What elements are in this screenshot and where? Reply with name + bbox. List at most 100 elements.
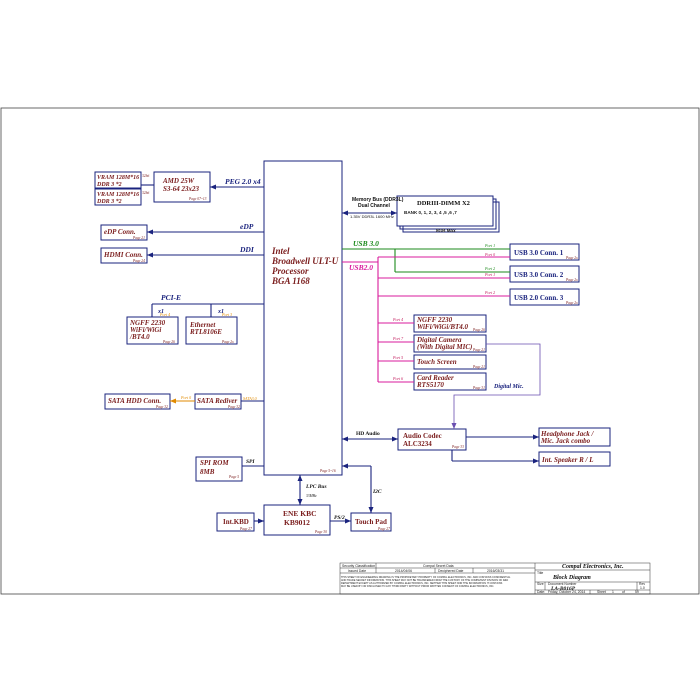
kbd-label: Int.KBD xyxy=(223,518,249,526)
codec-line2: ALC3234 xyxy=(403,440,432,448)
tb-issued-label: Issued Date xyxy=(348,569,366,573)
vram1-line1: VRAM 128M*16 xyxy=(97,174,139,181)
dimm-cap: 8GB Max xyxy=(436,228,456,233)
cpu-page: Page 5~16 xyxy=(319,469,336,473)
mem-label3: 1.35V DDR3L 1600 MHz xyxy=(350,214,394,219)
arrow-ps2 xyxy=(345,518,351,524)
tb-sec-label: Security Classification xyxy=(342,564,375,568)
cardreader-line1: Card Reader xyxy=(417,374,454,382)
gpu-page: Page 07~13 xyxy=(188,197,207,201)
tb-title: Block Diagram xyxy=(552,575,591,581)
lpc-speed: 33MHz xyxy=(306,494,317,498)
mem-label1: Memory Bus (DDR3L) xyxy=(352,197,404,203)
tb-doc-label: Document Number xyxy=(548,582,577,586)
tb-issued-value: 2014/04/06 xyxy=(395,569,412,573)
tb-sheet-label: Sheet xyxy=(597,590,606,594)
spi-rom-line1: SPI ROM xyxy=(200,459,229,467)
arrow-mem-l xyxy=(342,210,348,216)
usb3-conn2-block[interactable] xyxy=(509,265,580,283)
ps2-label: PS/2 xyxy=(334,515,345,521)
tb-date-label: Date: xyxy=(537,590,545,594)
eth-page: Page 2x xyxy=(221,340,234,344)
camera-line1: Digital Camera xyxy=(416,336,462,344)
arrow-hda-r xyxy=(392,436,398,442)
sata-redriver-page: Page 32 xyxy=(227,405,240,409)
tb-sec-value: Compal Secret Data xyxy=(423,564,454,568)
usb3-conn1-block[interactable] xyxy=(509,243,580,261)
dimm-title: DDRIII-DIMM X2 xyxy=(417,200,470,207)
tb-company: Compal Electronics, Inc. xyxy=(562,564,624,570)
sata-label: SATA3.0 xyxy=(243,396,257,401)
vram-block-2[interactable] xyxy=(94,188,142,206)
touchscreen-port: Port 5 xyxy=(392,355,403,360)
ngff-bt-page: Page 26 xyxy=(472,328,485,332)
speaker-label: Int. Speaker R / L xyxy=(541,456,594,464)
sata-hdd-label: SATA HDD Conn. xyxy=(108,397,161,405)
cpu-block[interactable] xyxy=(263,160,343,476)
tb-title-label: Title xyxy=(537,571,543,575)
usb3-conn1-label: USB 3.0 Conn. 1 xyxy=(514,249,564,257)
spi-rom-line2: 8MB xyxy=(200,468,215,476)
arrow-digmic xyxy=(451,423,457,429)
ngff-bt-port: Port 4 xyxy=(392,317,403,322)
usb2-conn3-page: Page 2x xyxy=(565,301,578,305)
hda-label: HD Audio xyxy=(356,431,380,437)
arrow-lpc-up xyxy=(297,475,303,481)
vram1-line2: DDR 3 *2 xyxy=(96,181,122,188)
arrow-spk xyxy=(533,458,539,464)
usb2-conn3-block[interactable] xyxy=(509,288,580,306)
arrow-mem-r xyxy=(391,210,397,216)
arrow-peg xyxy=(210,184,216,190)
dimm-banks: BANK 0, 1, 2, 3, 4 ,5 ,6 ,7 xyxy=(404,210,457,215)
edp-label: eDP xyxy=(240,222,254,231)
tb-disclaimer4: MAY BE USED BY OR DISCLOSED TO ANY THIRD… xyxy=(341,585,494,588)
ngff-wifi-line1: NGFF 2230 xyxy=(129,319,166,327)
tb-doc: LA-B016P xyxy=(550,586,576,592)
usb2-port1: Port 1 xyxy=(484,272,495,277)
kbd-page: Page 27 xyxy=(239,527,252,531)
x1b-label: x1 xyxy=(217,309,224,315)
hdmi-conn-label: HDMI Conn. xyxy=(103,251,143,259)
x1a-label: x1 xyxy=(157,309,164,315)
ngff-wifi-line3: /BT4.0 xyxy=(129,333,150,341)
sata-redriver-label: SATA Rediver xyxy=(197,397,238,405)
digital-mic-line xyxy=(453,343,541,429)
spi-rom-block[interactable] xyxy=(195,456,243,482)
arrow-i2c-up xyxy=(342,463,348,469)
dimm-block[interactable] xyxy=(396,195,494,227)
speaker-block[interactable] xyxy=(538,451,611,467)
touchscreen-block[interactable] xyxy=(413,354,487,370)
tb-decipher-value: 2016/03/31 xyxy=(487,569,504,573)
arrow-kbd xyxy=(258,518,264,524)
usb2-label: USB2.0 xyxy=(349,263,373,272)
tb-rev-label: Rev xyxy=(639,582,645,586)
gpu-line2: S3-64 23x23 xyxy=(163,185,199,193)
cardreader-page: Page 31 xyxy=(472,386,485,390)
vram-block-1[interactable] xyxy=(94,171,142,189)
camera-block[interactable] xyxy=(413,334,487,353)
vram1-bw: 32bit xyxy=(142,174,150,178)
usb2-port0: Port 0 xyxy=(484,252,495,257)
ec-block[interactable] xyxy=(263,504,331,536)
codec-page: Page 33 xyxy=(451,445,464,449)
ngff-wifi-line2: WiFi/WiGi xyxy=(130,326,161,334)
lpc-label: LPC Bus xyxy=(305,484,327,490)
cpu-line2: Broadwell ULT-U xyxy=(271,256,339,266)
edp-conn-label: eDP Conn. xyxy=(104,228,136,236)
kbd-block[interactable] xyxy=(216,512,255,532)
cpu-line4: BGA 1168 xyxy=(271,276,310,286)
tb-disclaimer2: AND TRADE SECRET INFORMATION. THIS SHEET… xyxy=(341,579,508,582)
spi-rom-page: Page 5 xyxy=(228,475,239,479)
usb3-conn2-page: Page 2x xyxy=(565,278,578,282)
peg-label: PEG 2.0 x4 xyxy=(225,177,261,186)
mem-label2: Dual Channel xyxy=(358,203,391,209)
arrow-sata xyxy=(170,398,176,404)
arrow-edp xyxy=(147,229,153,235)
tb-decipher-label: Deciphered Date xyxy=(438,569,464,573)
vram2-bw: 32bit xyxy=(142,191,150,195)
arrow-i2c-down xyxy=(368,507,374,513)
i2c-label: I2C xyxy=(372,489,382,495)
ngff-bt-line1: NGFF 2230 xyxy=(416,316,453,324)
ngff-wifi-port: Port 4 xyxy=(159,312,170,317)
tb-size-label: Size xyxy=(537,582,544,586)
